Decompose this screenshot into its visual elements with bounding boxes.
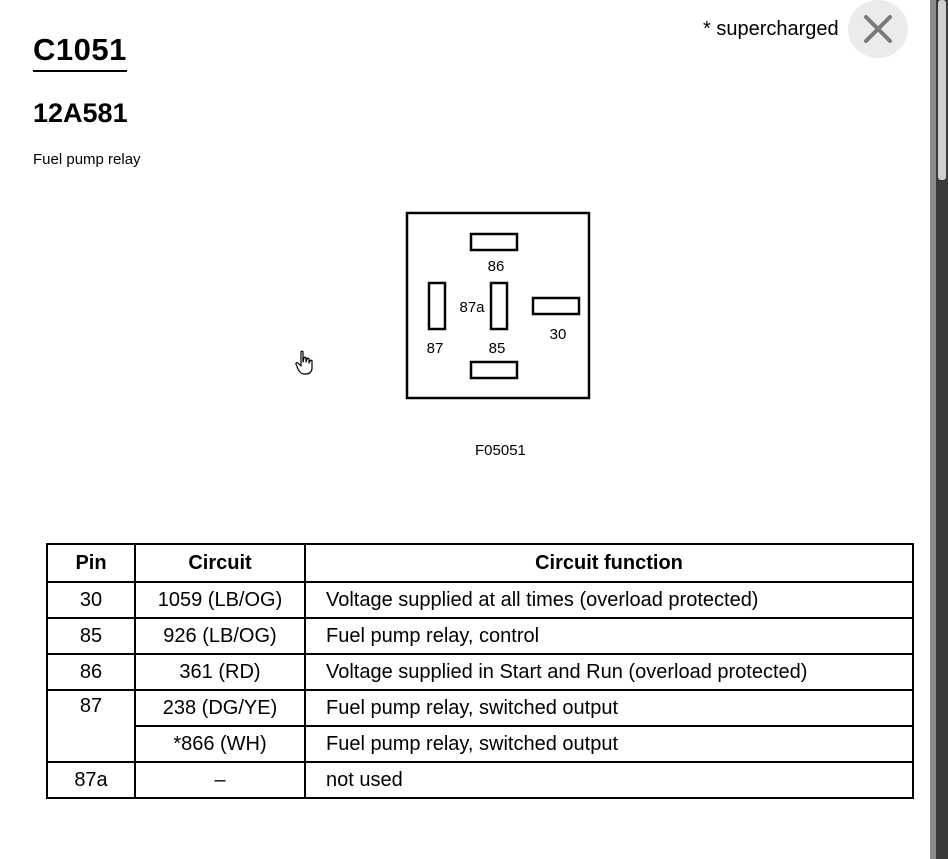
supercharged-note: * supercharged (703, 18, 839, 40)
part-description: Fuel pump relay (33, 151, 141, 168)
circuit-cell: 361 (RD) (134, 653, 306, 691)
circuit-cell: 1059 (LB/OG) (134, 581, 306, 619)
scrollbar-thumb[interactable] (938, 0, 946, 180)
close-icon (864, 15, 892, 43)
close-button[interactable] (848, 0, 908, 58)
window-edge (930, 0, 948, 859)
label-85: 85 (489, 340, 506, 357)
figure-id: F05051 (475, 442, 526, 459)
function-cell: not used (304, 761, 914, 799)
label-86: 86 (488, 258, 505, 275)
header-circuit: Circuit (134, 543, 306, 583)
circuit-cell: – (134, 761, 306, 799)
relay-pinout-diagram: 86 87a 30 87 85 (405, 211, 591, 400)
table-row: 85 926 (LB/OG) Fuel pump relay, control (46, 617, 914, 655)
table-row: 87 238 (DG/YE) Fuel pump relay, switched… (46, 689, 914, 763)
pin-cell: 85 (46, 617, 136, 655)
circuit-cell: 926 (LB/OG) (134, 617, 306, 655)
terminal-87 (427, 281, 447, 331)
function-cell: Fuel pump relay, control (304, 617, 914, 655)
terminal-86 (469, 232, 519, 252)
pin-cell: 87a (46, 761, 136, 799)
hand-pointer-icon (295, 350, 313, 375)
terminal-85 (469, 360, 519, 380)
function-cell: Fuel pump relay, switched output (304, 725, 914, 763)
label-87a: 87a (459, 299, 485, 316)
pin-cell: 30 (46, 581, 136, 619)
function-cell: Fuel pump relay, switched output (304, 689, 914, 727)
header-circuit-function: Circuit function (304, 543, 914, 583)
function-cell: Voltage supplied in Start and Run (overl… (304, 653, 914, 691)
table-row: *866 (WH) Fuel pump relay, switched outp… (47, 725, 914, 763)
circuit-cell: 238 (DG/YE) (134, 689, 306, 727)
table-row: 86 361 (RD) Voltage supplied in Start an… (46, 653, 914, 691)
table-row: 87a – not used (46, 761, 914, 799)
pin-cell: 87 (46, 689, 136, 763)
table-row: 30 1059 (LB/OG) Voltage supplied at all … (46, 581, 914, 619)
header-pin: Pin (46, 543, 136, 583)
function-cell: Voltage supplied at all times (overload … (304, 581, 914, 619)
pin-cell: 86 (46, 653, 136, 691)
pinout-table: Pin Circuit Circuit function 30 1059 (LB… (46, 543, 914, 799)
terminal-87a (489, 281, 509, 331)
connector-id: C1051 (33, 32, 127, 72)
circuit-cell: *866 (WH) (134, 725, 306, 763)
label-30: 30 (550, 326, 567, 343)
terminal-30 (531, 296, 581, 316)
part-number: 12A581 (33, 98, 128, 128)
label-87: 87 (427, 340, 444, 357)
table-header-row: Pin Circuit Circuit function (46, 543, 914, 583)
window-border (930, 0, 936, 859)
